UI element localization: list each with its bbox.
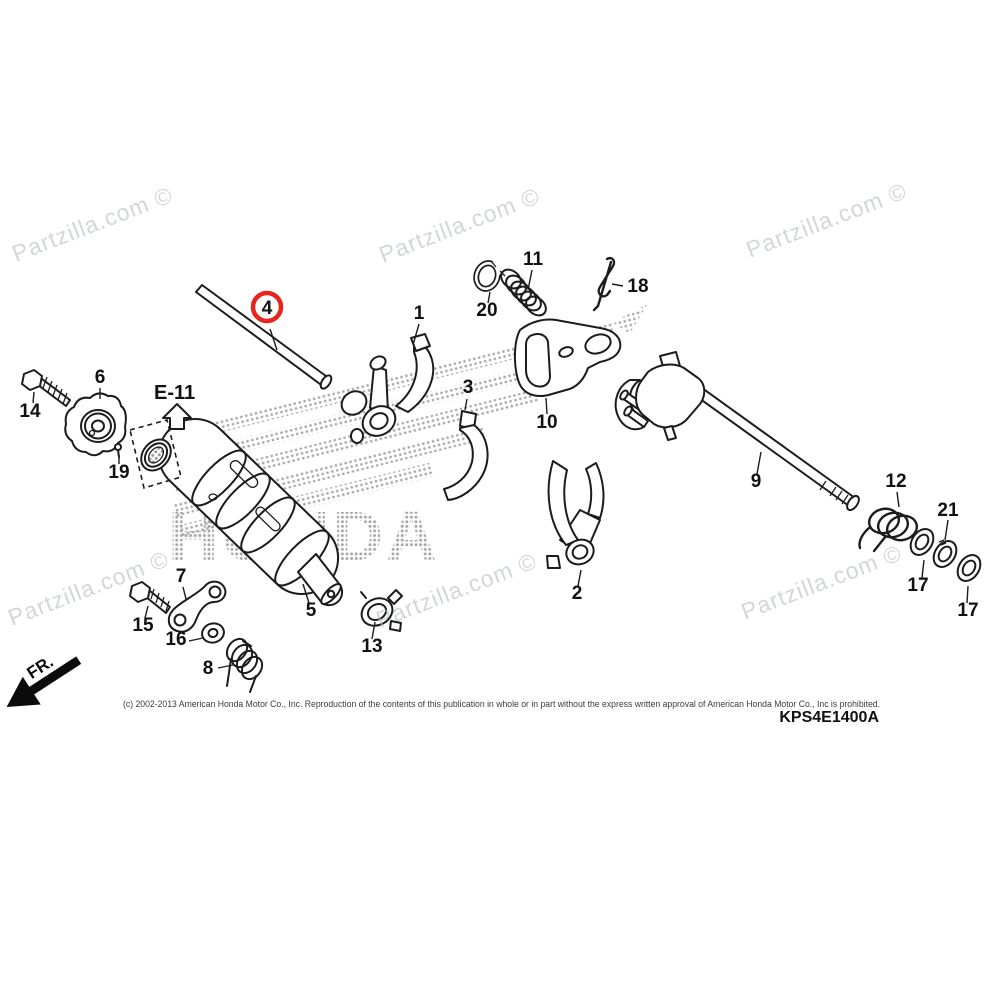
e11-arrow-icon: [162, 403, 192, 430]
part-label-11: 11: [523, 249, 544, 270]
part-15-bolt: [129, 581, 171, 614]
partzilla-watermark-6: Partzilla.com ©: [737, 539, 905, 624]
front-direction-marker: FR.: [6, 652, 82, 707]
part-11-spring: [500, 268, 547, 317]
part-label-14: 14: [19, 401, 41, 422]
leader-line-10: [545, 397, 548, 415]
highlight-circle-part-4: [250, 290, 284, 324]
part-label-9: 9: [751, 471, 762, 492]
part-label-17: 17: [957, 600, 978, 621]
part-label-12: 12: [885, 471, 906, 492]
part-label-5: 5: [306, 600, 317, 621]
partzilla-watermark-3: Partzilla.com ©: [742, 177, 910, 262]
diagram-code: KPS4E1400A: [779, 709, 879, 726]
e11-label: E-11: [154, 382, 195, 404]
part-label-17: 17: [907, 575, 928, 596]
part-19-pin: [114, 443, 122, 458]
part-21-snap-ring: [932, 539, 958, 568]
leader-line-13: [371, 621, 376, 640]
leader-line-7: [182, 586, 187, 600]
part-3-shift-fork-center: [443, 410, 489, 501]
part-5-gearshift-drum: [157, 417, 344, 607]
part-8-return-spring: [225, 637, 264, 693]
leader-line-16: [188, 637, 204, 642]
part-9-gearshift-spindle: [614, 351, 860, 512]
leader-line-14: [32, 391, 35, 404]
part-10-stopper-plate: [514, 318, 622, 397]
part-4-shift-fork-shaft: [195, 284, 333, 390]
part-label-13: 13: [361, 636, 382, 657]
leader-line-2: [577, 569, 582, 587]
leader-line-8: [217, 664, 234, 669]
part-label-10: 10: [536, 412, 557, 433]
partzilla-watermark-2: Partzilla.com ©: [375, 182, 543, 267]
part-16-washer: [201, 622, 225, 644]
part-17-washer-b: [956, 554, 982, 582]
part-label-21: 21: [937, 500, 959, 521]
leader-line-18: [611, 283, 624, 287]
part-1-shift-fork-right: [340, 333, 435, 444]
bearing-reference-box: [129, 419, 182, 490]
leader-line-11: [527, 269, 533, 291]
part-18-cotter-pin: [592, 256, 616, 312]
part-label-4: 4: [262, 298, 273, 319]
part-6-stopper-star-plate: [64, 392, 127, 457]
leader-line-20: [487, 291, 491, 304]
partzilla-watermark-1: Partzilla.com ©: [8, 181, 176, 266]
leader-line-5: [302, 583, 310, 604]
part-12-torsion-spring: [858, 507, 919, 553]
part-label-3: 3: [463, 377, 474, 398]
part-13-lock-washer: [360, 589, 403, 632]
leader-line-15: [144, 605, 149, 619]
leader-line-21: [944, 519, 949, 541]
e11-reference: E-11: [154, 382, 195, 430]
copyright-notice: (c) 2002-2013 American Honda Motor Co., …: [123, 699, 880, 709]
leader-line-9: [756, 451, 762, 475]
part-label-15: 15: [132, 615, 154, 636]
part-label-19: 19: [108, 462, 129, 483]
part-14-bolt: [21, 369, 71, 407]
part-label-16: 16: [165, 629, 186, 650]
leader-line-3: [464, 398, 468, 411]
leader-line-12: [896, 491, 900, 508]
leader-line-17: [921, 559, 925, 579]
part-label-18: 18: [627, 276, 648, 297]
leader-line-1: [412, 323, 420, 346]
part-label-6: 6: [95, 367, 106, 388]
part-17-washer-a: [909, 528, 935, 556]
fr-arrow-icon: [6, 676, 41, 707]
part-label-20: 20: [476, 300, 497, 321]
part-label-2: 2: [572, 583, 583, 604]
part-20-circlip: [473, 259, 506, 292]
leader-line-4: [269, 328, 278, 351]
leader-line-17: [966, 585, 969, 604]
part-label-7: 7: [176, 566, 187, 587]
part-7-stopper-arm: [167, 580, 227, 633]
site-watermark-layer: Partzilla.com © Partzilla.com © Partzilla.…: [4, 177, 910, 632]
part-label-8: 8: [203, 658, 214, 679]
part-2-shift-fork-left: [546, 460, 605, 569]
part-label-1: 1: [414, 303, 425, 324]
